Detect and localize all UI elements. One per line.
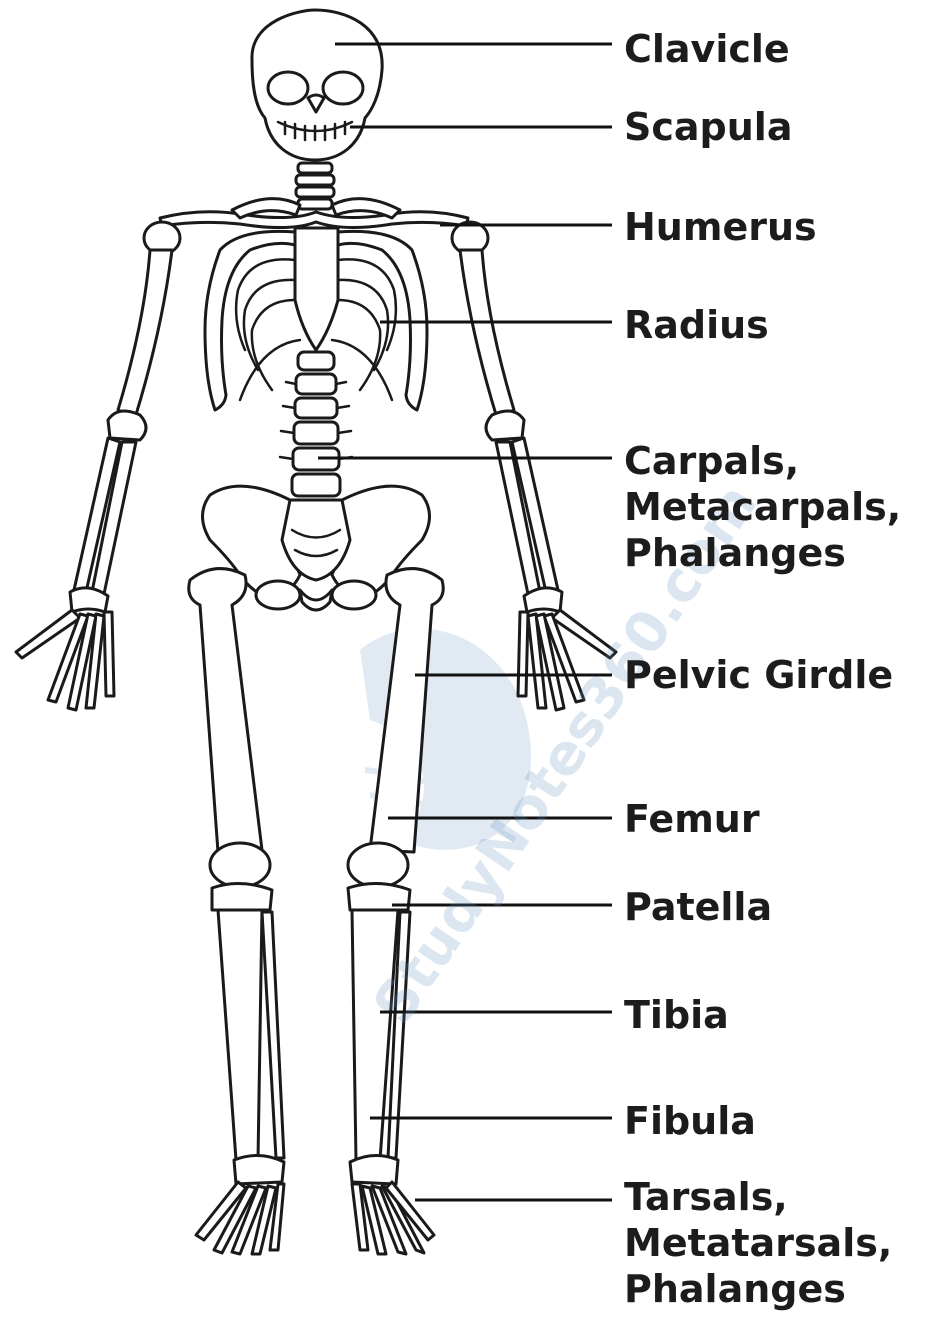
skull <box>252 10 382 160</box>
label-scapula: Scapula <box>624 104 792 150</box>
label-fibula: Fibula <box>624 1098 756 1144</box>
label-carpals-line-1: Carpals, <box>624 438 901 484</box>
right-arm <box>452 222 616 710</box>
label-tarsals: Tarsals, Metatarsals, Phalanges <box>624 1174 892 1312</box>
label-tarsals-line-1: Tarsals, <box>624 1174 892 1220</box>
label-humerus: Humerus <box>624 204 817 250</box>
label-carpals-line-3: Phalanges <box>624 530 901 576</box>
label-radius: Radius <box>624 302 769 348</box>
label-tarsals-line-3: Phalanges <box>624 1266 892 1312</box>
left-arm <box>16 222 180 710</box>
left-leg <box>189 569 284 1254</box>
label-pelvic-girdle: Pelvic Girdle <box>624 652 893 698</box>
label-carpals-line-2: Metacarpals, <box>624 484 901 530</box>
cervical-spine <box>296 163 334 209</box>
label-carpals: Carpals, Metacarpals, Phalanges <box>624 438 901 576</box>
label-clavicle: Clavicle <box>624 26 790 72</box>
label-tibia: Tibia <box>624 992 729 1038</box>
label-tarsals-line-2: Metatarsals, <box>624 1220 892 1266</box>
label-femur: Femur <box>624 796 760 842</box>
label-patella: Patella <box>624 884 772 930</box>
lumbar-spine <box>280 352 352 496</box>
